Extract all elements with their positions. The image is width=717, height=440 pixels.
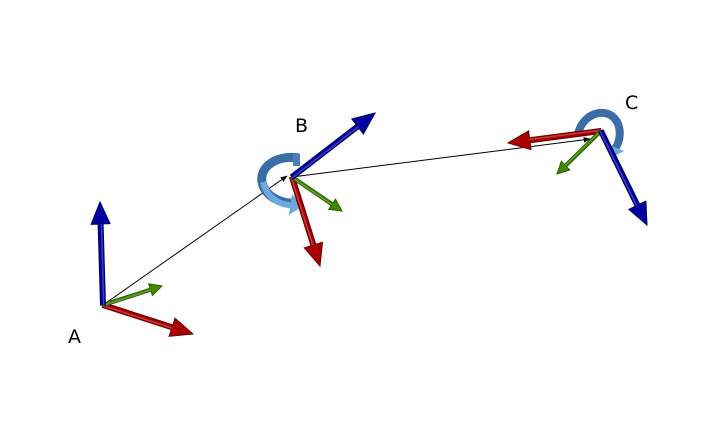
frame-b-y-axis-arrow [290,175,343,212]
frame-a-y-axis-highlight [102,289,151,306]
frame-b-rotation-arrow-icon [257,152,303,215]
frame-a-z-axis-arrow [90,200,111,306]
frame-a-y-axis-arrow [101,283,164,308]
frame-a-x-axis-arrow [101,301,195,337]
frame-b-z-axis-highlight [292,126,359,179]
frame-c-y-axis-highlight [564,130,602,166]
frame-a-z-axis-highlight [100,223,105,306]
frame-a-x-axis [101,301,195,337]
frame-c-z-axis [598,129,648,227]
frame-c-label: C [625,92,638,114]
frame-a-y-axis [101,283,164,308]
frame-b-y-axis [290,175,343,212]
frame-b-x-axis-highlight [290,176,314,246]
frame-c-z-axis-arrow [598,129,648,227]
frame-b-z-axis [289,112,376,180]
frame-b [288,112,376,268]
connector-a-to-b [102,175,288,306]
frame-c-y-axis [556,129,603,175]
frame-c-y-axis-arrow [556,129,603,175]
frame-b-y-axis-highlight [291,176,333,206]
frame-c-z-axis-highlight [599,130,638,206]
frame-a-z-axis [90,200,111,306]
frame-c-x-axis-highlight [529,129,601,141]
frame-c-x-axis-arrow [506,127,602,151]
frame-a-label: A [68,326,81,348]
frame-b-x-axis-arrow [288,175,324,268]
frame-b-z-axis-arrow [289,112,376,180]
frame-b-x-axis [288,175,324,268]
frame-a-x-axis-highlight [102,304,173,329]
frame-c [506,127,648,227]
connector-b-to-c [291,137,591,178]
frame-a [90,200,195,337]
frame-b-label: B [295,115,308,137]
frame-c-x-axis [506,127,602,151]
